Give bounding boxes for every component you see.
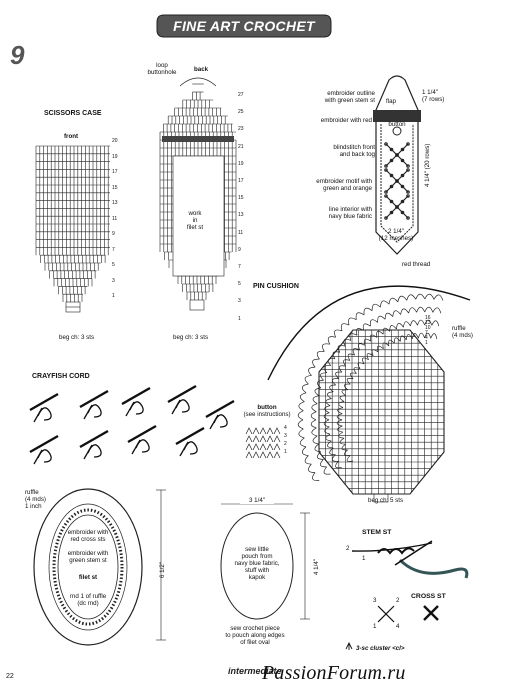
back-row-number: 1: [238, 315, 241, 322]
front-row-number: 1: [112, 293, 115, 299]
pouch-width: 3 1/4": [240, 497, 274, 504]
back-row-number: 27: [238, 92, 244, 98]
front-label: front: [64, 133, 79, 140]
cross-num-2: 2: [396, 597, 400, 604]
back-row-number: 11: [238, 229, 244, 236]
skill-level: intermediate: [228, 666, 282, 676]
pin-cushion-row-number: 7: [425, 330, 428, 336]
button-title: button: [257, 404, 277, 411]
banner-shape: [156, 14, 332, 38]
back-row-number: 3: [238, 298, 241, 305]
page-number: 22: [6, 673, 14, 680]
pouch-height: 4 1/4": [313, 559, 320, 575]
loop-buttonhole-label: loop buttonhole: [147, 62, 177, 76]
front-row-number: 3: [112, 277, 115, 284]
ruffle-label: ruffle (4 mds): [452, 325, 473, 339]
back-row-number: 17: [238, 178, 244, 184]
front-beg-chain: beg ch: 3 sts: [59, 334, 95, 341]
front-row-number: 7: [112, 246, 115, 253]
front-row-number: 20: [112, 138, 118, 144]
lining-label: line interior with navy blue fabric: [328, 206, 372, 220]
pin-cushion-row-number: 13: [425, 320, 431, 326]
page-title: FINE ART CROCHET: [173, 18, 315, 34]
button-row-number: 1: [284, 449, 287, 455]
filet-label: filet st: [78, 574, 98, 581]
scissors-case-front-chart: [35, 145, 110, 313]
dimension-bottom: 2 1/4" (12 meshes): [378, 228, 414, 242]
back-row-number: 21: [238, 143, 244, 150]
back-beg-chain: beg ch: 3 sts: [173, 334, 209, 341]
front-row-number: 5: [112, 262, 115, 268]
button-row-number: 4: [284, 425, 287, 431]
dimension-side: 4 1/4" (20 rows): [424, 143, 431, 187]
back-row-number: 13: [238, 212, 244, 219]
button-row-number: 3: [284, 433, 287, 439]
cross-num-1: 1: [373, 623, 377, 630]
front-row-number: 9: [112, 231, 115, 237]
back-row-number: 7: [238, 264, 241, 270]
red-cross-label: embroider with red cross sts: [67, 529, 109, 543]
stem-stitch-title: STEM ST: [362, 529, 392, 536]
pin-cushion-row-number: 10: [425, 325, 431, 331]
cluster-symbol: [345, 641, 353, 650]
scissors-case-title: SCISSORS CASE: [44, 110, 102, 117]
cross-num-4: 4: [396, 623, 400, 630]
glasses-case-diagram: [373, 75, 421, 255]
pin-cushion-row-number: 1: [425, 340, 428, 346]
pin-cushion-diagram: [267, 285, 471, 503]
red-thread-label: red thread: [402, 261, 431, 268]
button-subtitle: (see instructions): [243, 411, 291, 418]
button-diagram: [245, 427, 281, 459]
button-row-number: 2: [284, 441, 287, 447]
pin-cushion-title: PIN CUSHION: [253, 283, 299, 290]
watermark: PassionForum.ru: [262, 662, 406, 684]
cross-stitch-illustration: [377, 605, 439, 623]
oval-height: 6 1/2": [159, 562, 166, 578]
figure-number: 9: [10, 40, 25, 70]
front-row-number: 17: [112, 169, 118, 175]
cross-stitch-title: CROSS ST: [411, 593, 446, 600]
red-label: embroider with red: [320, 117, 372, 124]
rnd-label: rnd 1 of ruffle (dc rnd): [69, 593, 107, 607]
button-label: button: [388, 121, 406, 128]
outline-label: embroider outline with green stem st: [324, 90, 375, 104]
cluster-label: 3-sc cluster <cl>: [356, 645, 405, 652]
stem-num-1: 1: [362, 555, 366, 562]
motif-label: embroider motif with green and orange: [316, 178, 372, 192]
crayfish-cord-illustrations: [29, 384, 235, 465]
pin-cushion-beg-chain: beg ch: 5 sts: [368, 497, 404, 504]
scissors-case-back-chart: [159, 77, 237, 311]
front-row-number: 13: [112, 200, 118, 206]
back-row-number: 5: [238, 281, 241, 288]
stem-num-2: 2: [346, 545, 350, 552]
back-label: back: [194, 66, 209, 73]
back-row-number: 23: [238, 126, 244, 133]
back-row-number: 15: [238, 195, 244, 202]
pouch-diagram: [220, 503, 310, 620]
filet-oval-diagram: [33, 488, 166, 646]
pin-cushion-row-number: 4: [425, 335, 428, 341]
front-row-number: 19: [112, 153, 118, 160]
back-row-number: 19: [238, 160, 244, 167]
flap-label: flap: [386, 98, 396, 105]
stem-stitch-illustration: [351, 540, 469, 579]
crayfish-title: CRAYFISH CORD: [32, 373, 90, 380]
pin-cushion-row-number: 16: [425, 315, 431, 321]
blindstitch-label: blindstitch front and back tog: [333, 144, 375, 158]
header-banner: FINE ART CROCHET: [156, 14, 332, 38]
front-row-number: 15: [112, 184, 118, 191]
cross-num-3: 3: [373, 597, 377, 604]
dimension-top: 1 1/4" (7 rows): [422, 89, 445, 103]
back-row-number: 25: [238, 109, 244, 116]
pouch-instructions: sew little pouch from navy blue fabric, …: [234, 546, 280, 581]
back-row-number: 9: [238, 246, 241, 253]
green-stem-label: embroider with green stem st: [67, 550, 109, 564]
oval-ruffle-label: ruffle (4 mds) 1 inch: [25, 489, 46, 510]
sew-instructions: sew crochet piece to pouch along edges o…: [225, 625, 285, 646]
front-row-number: 11: [112, 215, 118, 222]
work-filet-label: work in filet st: [186, 210, 204, 231]
